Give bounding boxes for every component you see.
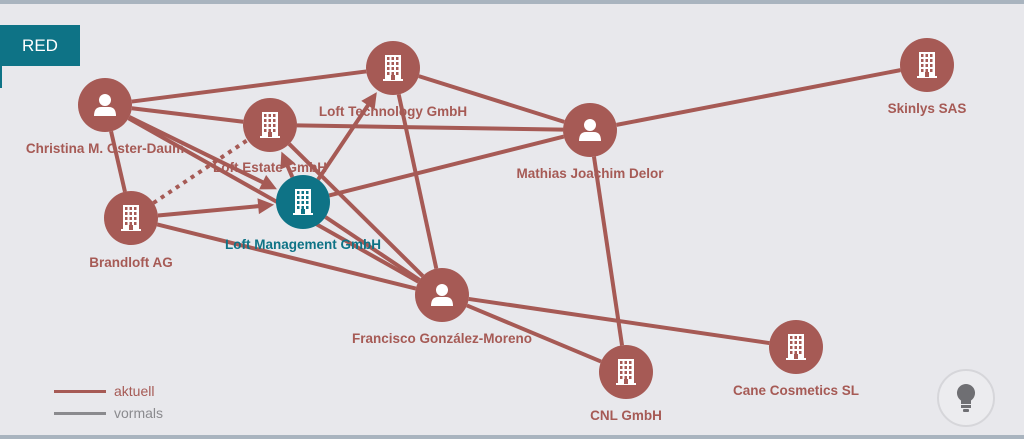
red-tag[interactable]: RED <box>0 25 80 66</box>
edge-loftmgmt-loftestate[interactable] <box>280 151 296 178</box>
arrowhead <box>259 175 277 190</box>
arrowhead <box>280 151 296 170</box>
node-cnl[interactable]: CNL GmbH <box>590 345 662 423</box>
node-label: Loft Management GmbH <box>225 237 381 252</box>
bottom-border <box>0 435 1024 439</box>
edges <box>109 68 901 364</box>
edge-brandloft-loftestate[interactable] <box>152 138 249 205</box>
edge-mathias-cnl[interactable] <box>591 156 625 346</box>
edge-loftmgmt-mathias[interactable] <box>328 134 565 198</box>
person-icon <box>94 94 116 116</box>
edge-brandloft-francisco[interactable] <box>156 222 417 291</box>
node-label: CNL GmbH <box>590 408 662 423</box>
node-label: Cane Cosmetics SL <box>733 383 859 398</box>
node-loftmgmt[interactable]: Loft Management GmbH <box>225 175 381 252</box>
node-loftestate[interactable]: Loft Estate GmbH <box>213 98 327 175</box>
edge-lofttech-mathias[interactable] <box>418 74 565 124</box>
legend-current-label: aktuell <box>114 383 155 399</box>
building-icon <box>917 52 937 78</box>
top-border <box>0 0 1024 4</box>
edge-christina-brandloft[interactable] <box>109 130 127 193</box>
node-label: Brandloft AG <box>89 255 173 270</box>
hint-button[interactable] <box>937 369 995 427</box>
building-icon <box>293 189 313 215</box>
building-icon <box>121 205 141 231</box>
legend-current: aktuell <box>54 380 163 402</box>
legend-former: vormals <box>54 402 163 424</box>
node-brandloft[interactable]: Brandloft AG <box>89 191 173 270</box>
building-icon <box>616 359 636 385</box>
node-cane[interactable]: Cane Cosmetics SL <box>733 320 859 398</box>
edge-francisco-cane[interactable] <box>468 296 770 346</box>
node-mathias[interactable]: Mathias Joachim Delor <box>516 103 664 181</box>
node-christina[interactable]: Christina M. Oster-Daum <box>26 78 184 156</box>
edge-christina-loftmgmt[interactable] <box>128 115 277 190</box>
edge-francisco-cnl[interactable] <box>466 303 602 364</box>
edge-loftmgmt-lofttech[interactable] <box>316 92 377 181</box>
node-label: Loft Technology GmbH <box>319 104 467 119</box>
edge-christina-lofttech[interactable] <box>131 69 367 104</box>
node-label: Loft Estate GmbH <box>213 160 327 175</box>
person-icon <box>431 284 453 306</box>
person-icon <box>579 119 601 141</box>
node-francisco[interactable]: Francisco González-Moreno <box>352 268 532 346</box>
building-icon <box>383 55 403 81</box>
edge-lofttech-francisco[interactable] <box>396 93 439 270</box>
edge-loftestate-francisco[interactable] <box>287 142 425 278</box>
node-skinlys[interactable]: Skinlys SAS <box>888 38 967 116</box>
building-icon <box>260 112 280 138</box>
legend-former-label: vormals <box>114 405 164 421</box>
edge-mathias-skinlys[interactable] <box>616 68 901 127</box>
arrowhead <box>361 92 377 110</box>
arrowhead <box>257 198 275 215</box>
node-label: Christina M. Oster-Daum <box>26 141 184 156</box>
legend: aktuell vormals <box>54 380 163 424</box>
tag-tail <box>0 66 2 88</box>
lightbulb-icon <box>956 383 976 412</box>
edge-brandloft-loftmgmt[interactable] <box>157 198 275 218</box>
nodes: Christina M. Oster-Daum Loft Technology G… <box>26 38 967 423</box>
node-label: Skinlys SAS <box>888 101 967 116</box>
building-icon <box>786 334 806 360</box>
edge-christina-francisco[interactable] <box>127 116 420 284</box>
node-label: Francisco González-Moreno <box>352 331 532 346</box>
edge-loftestate-mathias[interactable] <box>296 123 564 132</box>
node-lofttech[interactable]: Loft Technology GmbH <box>319 41 467 119</box>
node-label: Mathias Joachim Delor <box>516 166 664 181</box>
edge-loftmgmt-francisco[interactable] <box>324 215 421 282</box>
edge-christina-loftestate[interactable] <box>131 106 244 124</box>
